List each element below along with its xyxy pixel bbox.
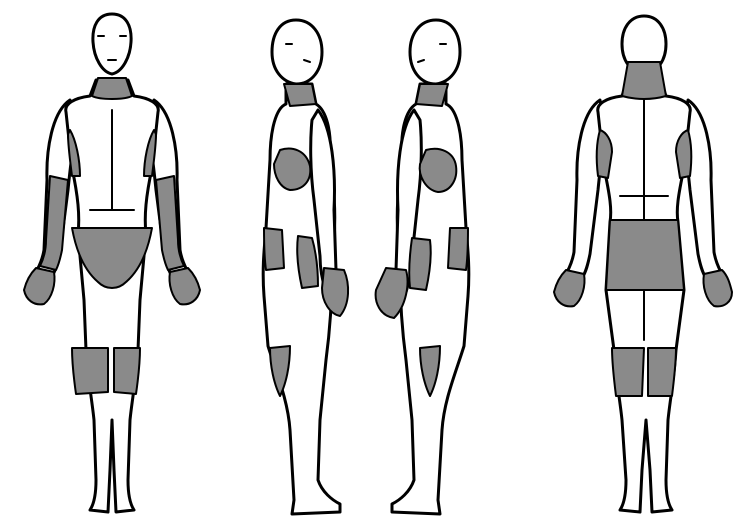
back-left-knee-shaded bbox=[648, 348, 676, 396]
figure-right-side bbox=[263, 20, 348, 514]
front-left-knee-shaded bbox=[114, 348, 140, 394]
side1-flank-shaded bbox=[274, 149, 310, 190]
figure-left-side bbox=[376, 20, 469, 514]
figure-back bbox=[554, 16, 732, 512]
back-right-knee-shaded bbox=[612, 348, 644, 396]
back-neck-shaded bbox=[622, 62, 666, 99]
back-left-hand-shaded bbox=[703, 270, 732, 306]
front-right-hand-shaded bbox=[24, 268, 55, 304]
side2-hip-shaded bbox=[448, 228, 468, 270]
front-neck-shaded bbox=[92, 78, 132, 99]
side2-head bbox=[410, 20, 460, 84]
side1-hip-shaded bbox=[264, 228, 284, 270]
front-left-hand-shaded bbox=[169, 268, 200, 304]
side1-neck-shaded bbox=[284, 84, 316, 106]
front-right-knee-shaded bbox=[72, 348, 108, 394]
front-head bbox=[93, 14, 131, 74]
side1-head bbox=[272, 20, 322, 84]
back-right-hand-shaded bbox=[554, 270, 585, 306]
figure-front bbox=[24, 14, 200, 512]
side2-thigh-shaded bbox=[409, 238, 431, 290]
side2-neck-shaded bbox=[416, 84, 448, 106]
back-lowerback-buttocks-shaded bbox=[606, 220, 684, 290]
